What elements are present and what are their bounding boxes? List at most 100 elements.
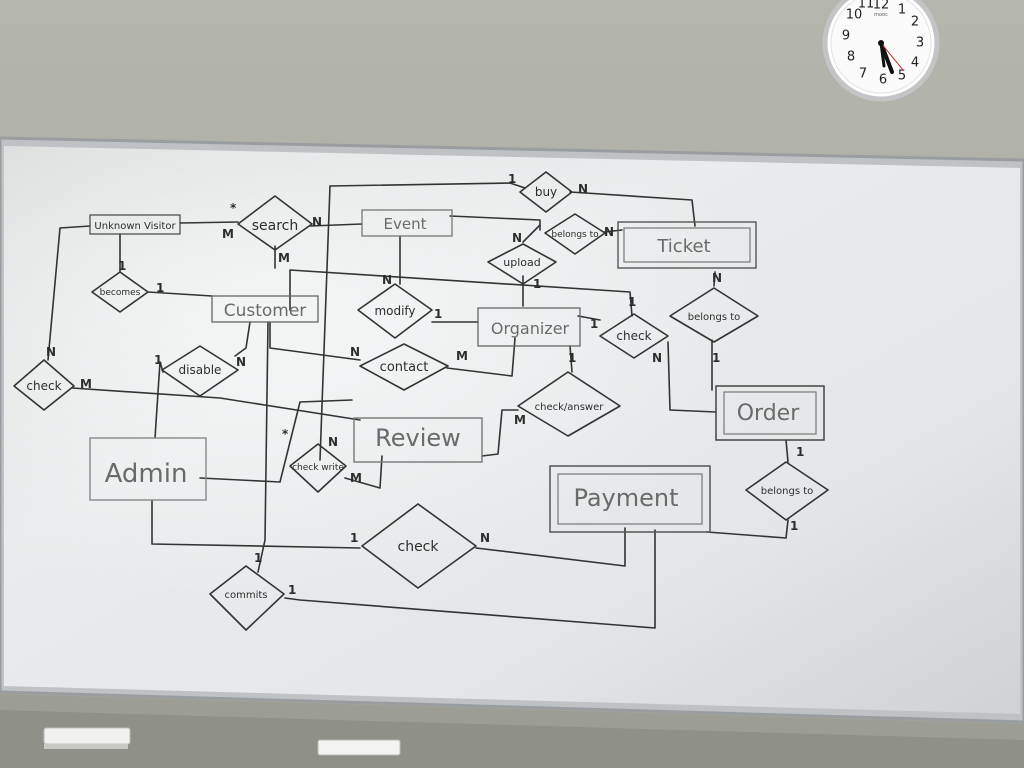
- entity-payment-label: Payment: [573, 484, 678, 512]
- cardinality-contact-left: N: [350, 345, 360, 359]
- cardinality-upload-top: N: [512, 231, 522, 245]
- relationship-modify-label: modify: [374, 304, 415, 318]
- entity-unknown-visitor-label: Unknown Visitor: [94, 221, 176, 232]
- cardinality-check-write-m: M: [350, 471, 362, 485]
- cardinality-search-star: *: [230, 201, 237, 215]
- cardinality-check-write-n: N: [328, 435, 338, 449]
- cardinality-check-org-top: 1: [628, 295, 636, 309]
- cardinality-belongs-to-right: N: [604, 225, 614, 239]
- clock-numeral-6: 6: [879, 73, 887, 88]
- clock-numeral-5: 5: [898, 69, 906, 84]
- cardinality-modify-right: 1: [434, 307, 442, 321]
- cardinality-check-answer-m: M: [514, 413, 526, 427]
- relationship-belongs-to-order: belongs to: [669, 287, 759, 343]
- entity-organizer: Organizer: [477, 307, 581, 347]
- cardinality-search-event: N: [312, 215, 322, 229]
- cardinality-check-pay-1: 1: [350, 531, 358, 545]
- relationship-check-organizer: check: [599, 313, 669, 359]
- relationship-belongs-to-order-label: belongs to: [688, 312, 741, 323]
- relationship-becomes: becomes: [91, 271, 149, 313]
- cardinality-check-pay-n: N: [480, 531, 490, 545]
- relationship-disable-label: disable: [179, 363, 222, 377]
- relationship-check-payment-label: check: [398, 539, 440, 555]
- relationship-check-organizer-label: check: [616, 329, 651, 343]
- relationship-check-write: check write: [289, 443, 347, 493]
- cardinality-becomes-right: 1: [156, 281, 164, 295]
- relationship-modify: modify: [357, 283, 433, 339]
- cardinality-contact-right: M: [456, 349, 468, 363]
- clock-numeral-2: 2: [911, 15, 919, 30]
- cardinality-check-answer-1: 1: [568, 351, 576, 365]
- cardinality-ticket-n: N: [712, 271, 722, 285]
- clock-numeral-9: 9: [842, 29, 850, 44]
- clock-numeral-3: 3: [916, 36, 924, 51]
- clock-numeral-12: 12: [873, 0, 890, 13]
- entity-admin-label: Admin: [105, 459, 188, 489]
- marker-tray: [0, 694, 1024, 740]
- entity-review-label: Review: [375, 424, 461, 452]
- clock-minute-hand: [879, 41, 886, 68]
- relationship-check-visitor-label: check: [26, 379, 61, 393]
- entity-event-label: Event: [384, 215, 427, 233]
- relationship-check-answer-label: check/answer: [535, 402, 605, 413]
- cardinality-buy-right: N: [578, 182, 588, 196]
- entity-review: Review: [353, 417, 483, 463]
- relationship-belongs-to-payment-label: belongs to: [761, 486, 814, 497]
- entity-ticket: Ticket: [617, 221, 757, 269]
- relationship-check-visitor: check: [13, 359, 75, 411]
- cardinality-payment-rel: 1: [790, 519, 798, 533]
- cardinality-commits-right: 1: [288, 583, 296, 597]
- entity-ticket-label: Ticket: [656, 236, 710, 257]
- entity-order-label: Order: [737, 401, 800, 426]
- relationship-belongs-to-event-label: belongs to: [551, 230, 599, 240]
- relationship-buy: buy: [519, 171, 573, 213]
- relationship-commits: commits: [209, 565, 285, 631]
- relationship-belongs-to-event: belongs to: [544, 213, 606, 255]
- relationship-check-write-label: check write: [292, 463, 344, 473]
- entity-customer-label: Customer: [224, 301, 307, 321]
- cardinality-order-top: 1: [712, 351, 720, 365]
- eraser-left: [43, 727, 131, 749]
- relationship-contact-label: contact: [380, 360, 429, 375]
- relationship-check-payment: check: [361, 503, 477, 589]
- cardinality-upload-bottom: 1: [533, 277, 541, 291]
- relationship-becomes-label: becomes: [100, 288, 141, 298]
- entity-order: Order: [715, 385, 825, 441]
- clock-numeral-7: 7: [859, 67, 867, 82]
- cardinality-buy-left: 1: [508, 172, 516, 186]
- cardinality-check-vis-m: M: [80, 377, 92, 391]
- clock-numeral-1: 1: [898, 3, 906, 18]
- relationship-belongs-to-payment: belongs to: [745, 461, 829, 521]
- relationship-commits-label: commits: [224, 590, 267, 601]
- wall-clock: 12 1 2 3 4 5 6 7 8 9 10 11 mooc: [822, 0, 940, 102]
- relationship-upload-label: upload: [503, 256, 540, 269]
- floor-ledge: [0, 710, 1024, 768]
- cardinality-search-customer: M: [278, 251, 290, 265]
- clock-numeral-4: 4: [911, 56, 919, 71]
- entity-payment: Payment: [549, 465, 711, 533]
- relationship-check-answer: check/answer: [517, 371, 621, 437]
- entity-organizer-label: Organizer: [491, 319, 570, 338]
- cardinality-becomes-top: 1: [118, 259, 126, 273]
- clock-second-hand: [880, 42, 904, 71]
- cardinality-check-vis-n: N: [46, 345, 56, 359]
- relationship-buy-label: buy: [535, 185, 557, 199]
- clock-numeral-8: 8: [847, 50, 855, 65]
- cardinality-disable-right: N: [236, 355, 246, 369]
- cardinality-labels: M * N M 1 N N N 1 1 1 N 1 N 1 1 1 N 1 N …: [46, 172, 804, 597]
- cardinality-commits-top: 1: [254, 551, 262, 565]
- cardinality-modify-top: N: [382, 273, 392, 287]
- eraser-center: [317, 739, 401, 756]
- clock-brand: mooc: [874, 12, 888, 18]
- relationship-search: search: [237, 195, 313, 251]
- cardinality-review-star: *: [282, 427, 289, 441]
- cardinality-search-visitor: M: [222, 227, 234, 241]
- entity-admin: Admin: [89, 437, 207, 501]
- relationship-disable: disable: [161, 345, 239, 397]
- cardinality-check-org-left: 1: [590, 317, 598, 331]
- cardinality-order-bottom: 1: [796, 445, 804, 459]
- clock-numeral-11: 11: [858, 0, 875, 12]
- relationship-contact: contact: [359, 343, 449, 391]
- cardinality-disable-left: 1: [154, 353, 162, 367]
